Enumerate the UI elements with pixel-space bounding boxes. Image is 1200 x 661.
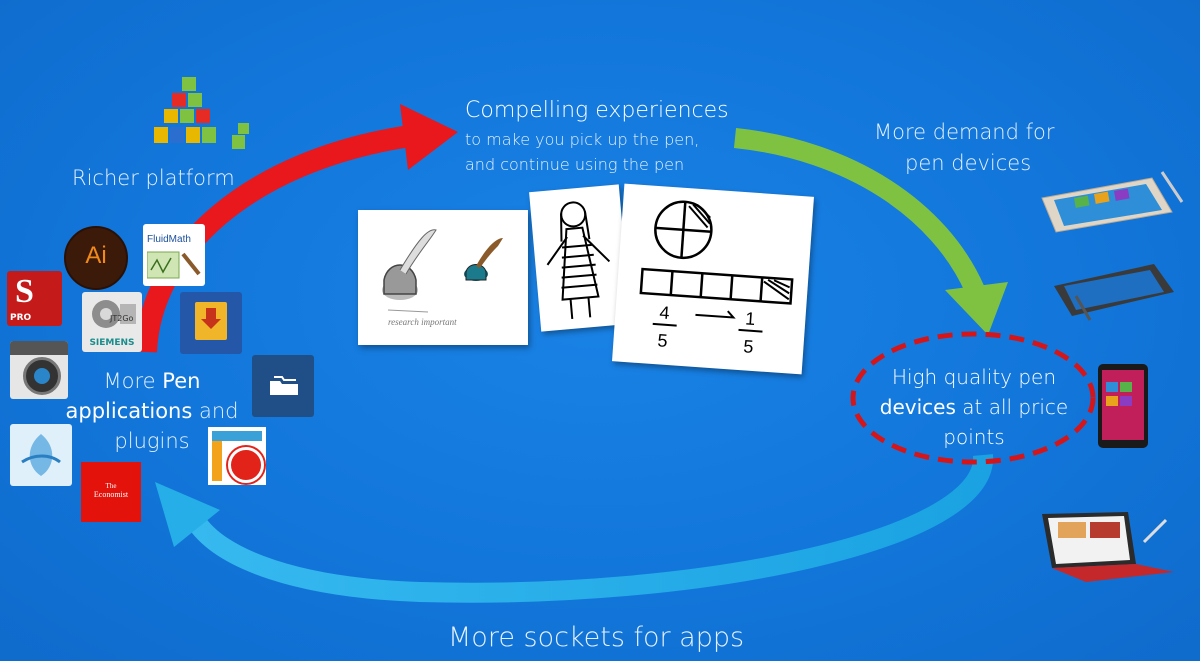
num-left-bottom: 5 bbox=[657, 330, 668, 351]
fluidmath-graphic bbox=[147, 251, 201, 279]
num-right-bottom: 5 bbox=[743, 336, 754, 357]
economist-label-1: The bbox=[105, 482, 117, 490]
quality-line1: High quality pen bbox=[891, 365, 1057, 389]
jt2go-app-icon: JT2Go SIEMENS bbox=[82, 292, 142, 352]
sketchbook-pro-label: PRO bbox=[10, 313, 32, 323]
surface-tablet-device bbox=[1042, 512, 1174, 582]
illustrator-label: Ai bbox=[85, 242, 107, 269]
cyan-arrow-head bbox=[155, 482, 220, 547]
pen-apps-text: More Pen applications and plugins bbox=[62, 366, 242, 456]
small-tablet-device bbox=[1098, 364, 1148, 448]
pen-apps-line2: applications and bbox=[62, 396, 242, 426]
download-icon bbox=[195, 302, 227, 340]
gear-icon bbox=[92, 300, 136, 328]
green-arrow-head bbox=[945, 282, 1008, 335]
photo-frame-app-icon bbox=[208, 427, 266, 485]
girl-drawing-card bbox=[529, 184, 631, 332]
fractions-drawing-card: 4 5 1 5 bbox=[612, 183, 814, 375]
fluidmath-label: FluidMath bbox=[147, 234, 191, 245]
tablet-with-stylus-device bbox=[1041, 171, 1184, 233]
pen-apps-w2-bold: applications bbox=[65, 399, 193, 423]
inkwell-sketch-card: research important bbox=[358, 210, 528, 345]
pen-apps-line1: More Pen bbox=[62, 366, 242, 396]
pen-apps-w1-bold: Pen bbox=[162, 369, 201, 393]
illustrator-app-icon: Ai bbox=[64, 226, 128, 290]
sketchbook-pro-app-icon: S PRO bbox=[7, 271, 62, 326]
fluidmath-app-icon: FluidMath bbox=[143, 224, 205, 286]
compelling-title: Compelling experiences bbox=[465, 98, 729, 123]
folder-app-icon bbox=[252, 355, 314, 417]
num-right-top: 1 bbox=[745, 308, 756, 329]
tablet-with-pen-device bbox=[1054, 264, 1174, 321]
siemens-label: SIEMENS bbox=[89, 338, 135, 348]
cyan-arrow-body bbox=[186, 454, 994, 603]
quality-line2-rest: at all price bbox=[955, 395, 1069, 419]
demand-line2: pen devices bbox=[905, 151, 1032, 175]
sketch-caption: research important bbox=[388, 317, 457, 327]
pen-apps-line3: plugins bbox=[114, 429, 190, 453]
compelling-line2: and continue using the pen bbox=[465, 155, 685, 174]
girl-drawing bbox=[546, 201, 611, 319]
red-arrow-body bbox=[135, 125, 412, 353]
camera-app-icon bbox=[10, 341, 68, 399]
quality-line2-bold: devices bbox=[879, 395, 956, 419]
pen-apps-w2-rest: and bbox=[192, 399, 239, 423]
economist-label-2: Economist bbox=[93, 490, 129, 499]
camera-lens-icon bbox=[23, 357, 61, 395]
compelling-line1: to make you pick up the pen, bbox=[465, 130, 700, 149]
pen-apps-w1: More bbox=[103, 369, 163, 393]
quality-text: High quality pen devices at all price po… bbox=[860, 362, 1088, 452]
red-arrow-head bbox=[400, 104, 458, 170]
num-left-top: 4 bbox=[659, 302, 670, 323]
leaf-app-icon bbox=[10, 424, 72, 486]
sketchbook-s-icon: S bbox=[15, 273, 34, 310]
inkwell-sketch: research important bbox=[382, 229, 503, 327]
sockets-label: More sockets for apps bbox=[448, 622, 745, 653]
demand-line1: More demand for bbox=[874, 120, 1055, 144]
quality-line2: devices at all price bbox=[860, 392, 1088, 422]
green-arrow-body bbox=[733, 128, 985, 295]
fractions-drawing: 4 5 1 5 bbox=[639, 200, 794, 357]
platform-label: Richer platform bbox=[72, 166, 235, 190]
dashed-ellipse bbox=[850, 331, 1096, 465]
jt2go-label: JT2Go bbox=[110, 314, 134, 323]
economist-app-icon: The Economist bbox=[81, 462, 141, 522]
download-app-icon bbox=[180, 292, 242, 354]
folders-icon bbox=[270, 376, 298, 395]
blocks-icon bbox=[154, 77, 249, 149]
leaf-icon bbox=[21, 434, 61, 476]
quality-line3: points bbox=[943, 425, 1005, 449]
